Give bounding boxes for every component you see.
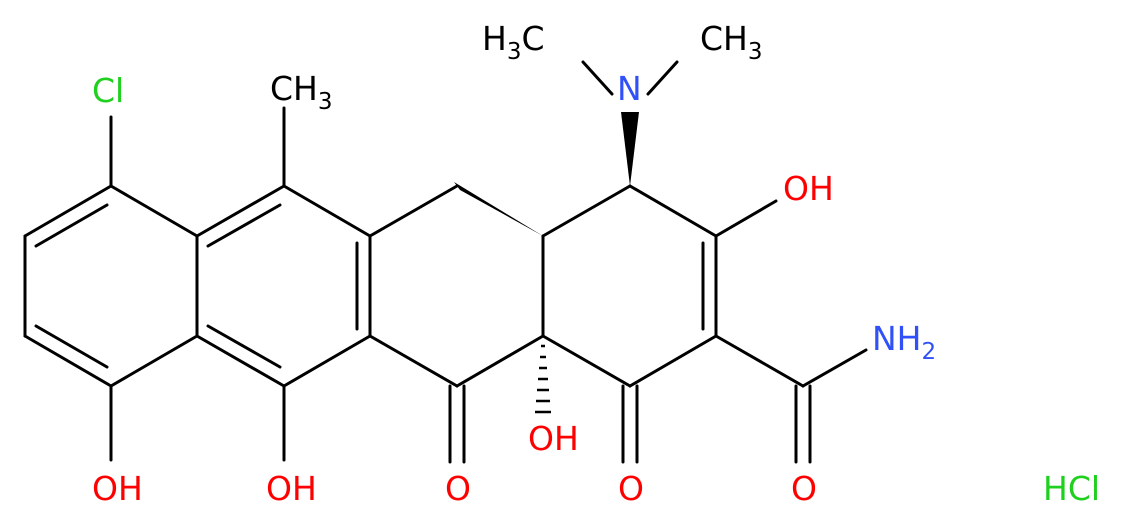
hydrochloride-salt-label: HCl xyxy=(1043,469,1100,508)
hydroxyl-c12a-label: OH xyxy=(528,419,579,458)
wedge-bond-c4a xyxy=(454,182,543,236)
hydroxyl-c11-label: OH xyxy=(266,469,317,508)
dimethylamino-methyl-right-label: CH3 xyxy=(700,19,763,65)
amide-oxygen-label: O xyxy=(791,469,817,508)
wedge-bond-c4 xyxy=(621,112,639,186)
methyl-label: CH3 xyxy=(270,69,333,115)
bond-lines xyxy=(23,60,868,464)
carbonyl-oxygen-c11-label: O xyxy=(445,469,471,508)
amide-nh2-label: NH2 xyxy=(872,319,936,365)
hydroxyl-ring-a-label: OH xyxy=(92,469,143,508)
carbonyl-oxygen-c1-label: O xyxy=(618,469,644,508)
stereo-bonds xyxy=(454,112,639,414)
hydroxyl-ring-d-label: OH xyxy=(783,169,834,208)
dimethylamino-methyl-left-label: H3C xyxy=(482,19,545,65)
atom-labels: Cl CH3 H3C CH3 N OH NH2 OH OH O OH O O H… xyxy=(92,19,1100,508)
hash-bond-c12a xyxy=(535,344,551,414)
chlorine-label: Cl xyxy=(92,71,124,110)
nitrogen-label: N xyxy=(617,69,642,108)
